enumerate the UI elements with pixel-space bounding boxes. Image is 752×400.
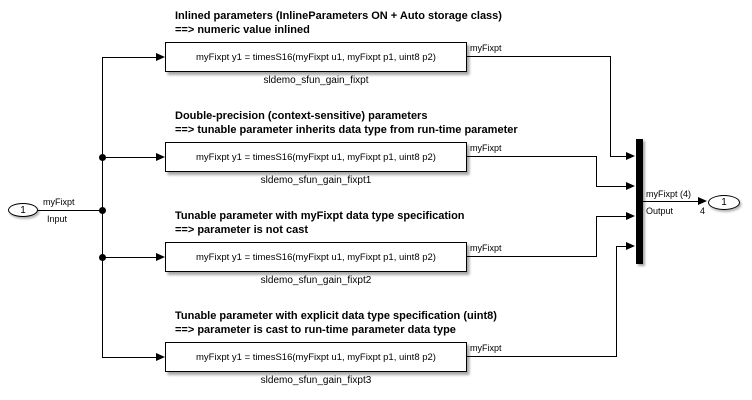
sfunction-block-4[interactable]: myFixpt y1 = timesS16(myFixpt u1, myFixp… bbox=[165, 342, 467, 372]
block-title-4-line2: ==> parameter is cast to run-time parame… bbox=[175, 324, 456, 336]
wire-block1-out[interactable] bbox=[610, 156, 626, 157]
block-title-1: Inlined parameters (InlineParameters ON … bbox=[175, 9, 502, 37]
wire-block1-out[interactable] bbox=[467, 56, 611, 57]
wire-arrowhead-icon bbox=[626, 242, 635, 250]
wire-block4-out[interactable] bbox=[616, 246, 626, 247]
block-body-2: myFixpt y1 = timesS16(myFixpt u1, myFixp… bbox=[196, 151, 436, 163]
branch-dot bbox=[99, 207, 106, 214]
wire-block4-out[interactable] bbox=[616, 246, 617, 357]
block-body-4: myFixpt y1 = timesS16(myFixpt u1, myFixp… bbox=[196, 351, 436, 363]
output-signal-name: Output bbox=[646, 206, 674, 216]
wire-block3-out[interactable] bbox=[467, 256, 597, 257]
wire-block2-out[interactable] bbox=[596, 156, 597, 187]
wire-arrowhead-icon bbox=[156, 253, 165, 261]
block-title-3-line1: Tunable parameter with myFixpt data type… bbox=[175, 210, 465, 222]
block-title-2-line1: Double-precision (context-sensitive) par… bbox=[175, 110, 428, 122]
block-name-1: sldemo_sfun_gain_fixpt bbox=[263, 75, 369, 86]
wire-branch-4[interactable] bbox=[102, 357, 156, 358]
wire-block2-out[interactable] bbox=[596, 186, 626, 187]
wire-block1-out[interactable] bbox=[610, 56, 611, 157]
input-port-number: 1 bbox=[20, 204, 26, 216]
wire-block4-out[interactable] bbox=[467, 356, 617, 357]
block-title-4: Tunable parameter with explicit data typ… bbox=[175, 309, 497, 337]
output-port-number: 1 bbox=[721, 197, 727, 208]
signal-label-4: myFixpt bbox=[470, 343, 502, 353]
block-name-4: sldemo_sfun_gain_fixpt3 bbox=[260, 375, 372, 386]
block-title-2-line2: ==> tunable parameter inherits data type… bbox=[175, 124, 518, 136]
signal-label-2: myFixpt bbox=[470, 143, 502, 153]
block-title-3: Tunable parameter with myFixpt data type… bbox=[175, 209, 465, 237]
sfunction-block-3[interactable]: myFixpt y1 = timesS16(myFixpt u1, myFixp… bbox=[165, 242, 467, 272]
block-title-3-line2: ==> parameter is not cast bbox=[175, 224, 308, 236]
wire-arrowhead-icon bbox=[156, 153, 165, 161]
wire-arrowhead-icon bbox=[626, 182, 635, 190]
branch-dot bbox=[99, 154, 106, 161]
wire-block3-out[interactable] bbox=[596, 216, 597, 257]
wire-branch-1[interactable] bbox=[102, 57, 156, 58]
wire-branch-2[interactable] bbox=[102, 157, 156, 158]
wire-mux-out[interactable] bbox=[643, 201, 698, 202]
sfunction-block-1[interactable]: myFixpt y1 = timesS16(myFixpt u1, myFixp… bbox=[165, 42, 467, 72]
wire-arrowhead-icon bbox=[626, 212, 635, 220]
sfunction-block-2[interactable]: myFixpt y1 = timesS16(myFixpt u1, myFixp… bbox=[165, 142, 467, 172]
input-port[interactable]: 1 bbox=[8, 203, 38, 217]
wire-arrowhead-icon bbox=[156, 353, 165, 361]
signal-label-3: myFixpt bbox=[470, 243, 502, 253]
block-title-4-line1: Tunable parameter with explicit data typ… bbox=[175, 310, 497, 322]
branch-dot bbox=[99, 254, 106, 261]
mux-block[interactable] bbox=[636, 139, 643, 264]
input-port-name: Input bbox=[47, 214, 68, 224]
block-name-3: sldemo_sfun_gain_fixpt2 bbox=[260, 275, 372, 286]
wire-arrowhead-icon bbox=[698, 197, 707, 205]
output-signal-width: 4 bbox=[700, 206, 706, 216]
block-body-3: myFixpt y1 = timesS16(myFixpt u1, myFixp… bbox=[196, 251, 436, 263]
wire-arrowhead-icon bbox=[156, 53, 165, 61]
signal-label-1: myFixpt bbox=[470, 43, 502, 53]
output-signal-type-label: myFixpt (4) bbox=[646, 189, 691, 199]
block-title-2: Double-precision (context-sensitive) par… bbox=[175, 109, 518, 137]
block-title-1-line2: ==> numeric value inlined bbox=[175, 24, 310, 36]
wire-arrowhead-icon bbox=[626, 152, 635, 160]
wire-block3-out[interactable] bbox=[596, 216, 626, 217]
block-body-1: myFixpt y1 = timesS16(myFixpt u1, myFixp… bbox=[196, 51, 436, 63]
block-name-2: sldemo_sfun_gain_fixpt1 bbox=[260, 175, 372, 186]
wire-branch-3[interactable] bbox=[102, 257, 156, 258]
wire-block2-out[interactable] bbox=[467, 156, 597, 157]
input-signal-label: myFixpt bbox=[43, 197, 75, 207]
wire-input[interactable] bbox=[38, 210, 102, 211]
block-title-1-line1: Inlined parameters (InlineParameters ON … bbox=[175, 10, 502, 22]
output-port[interactable]: 1 bbox=[708, 195, 740, 210]
